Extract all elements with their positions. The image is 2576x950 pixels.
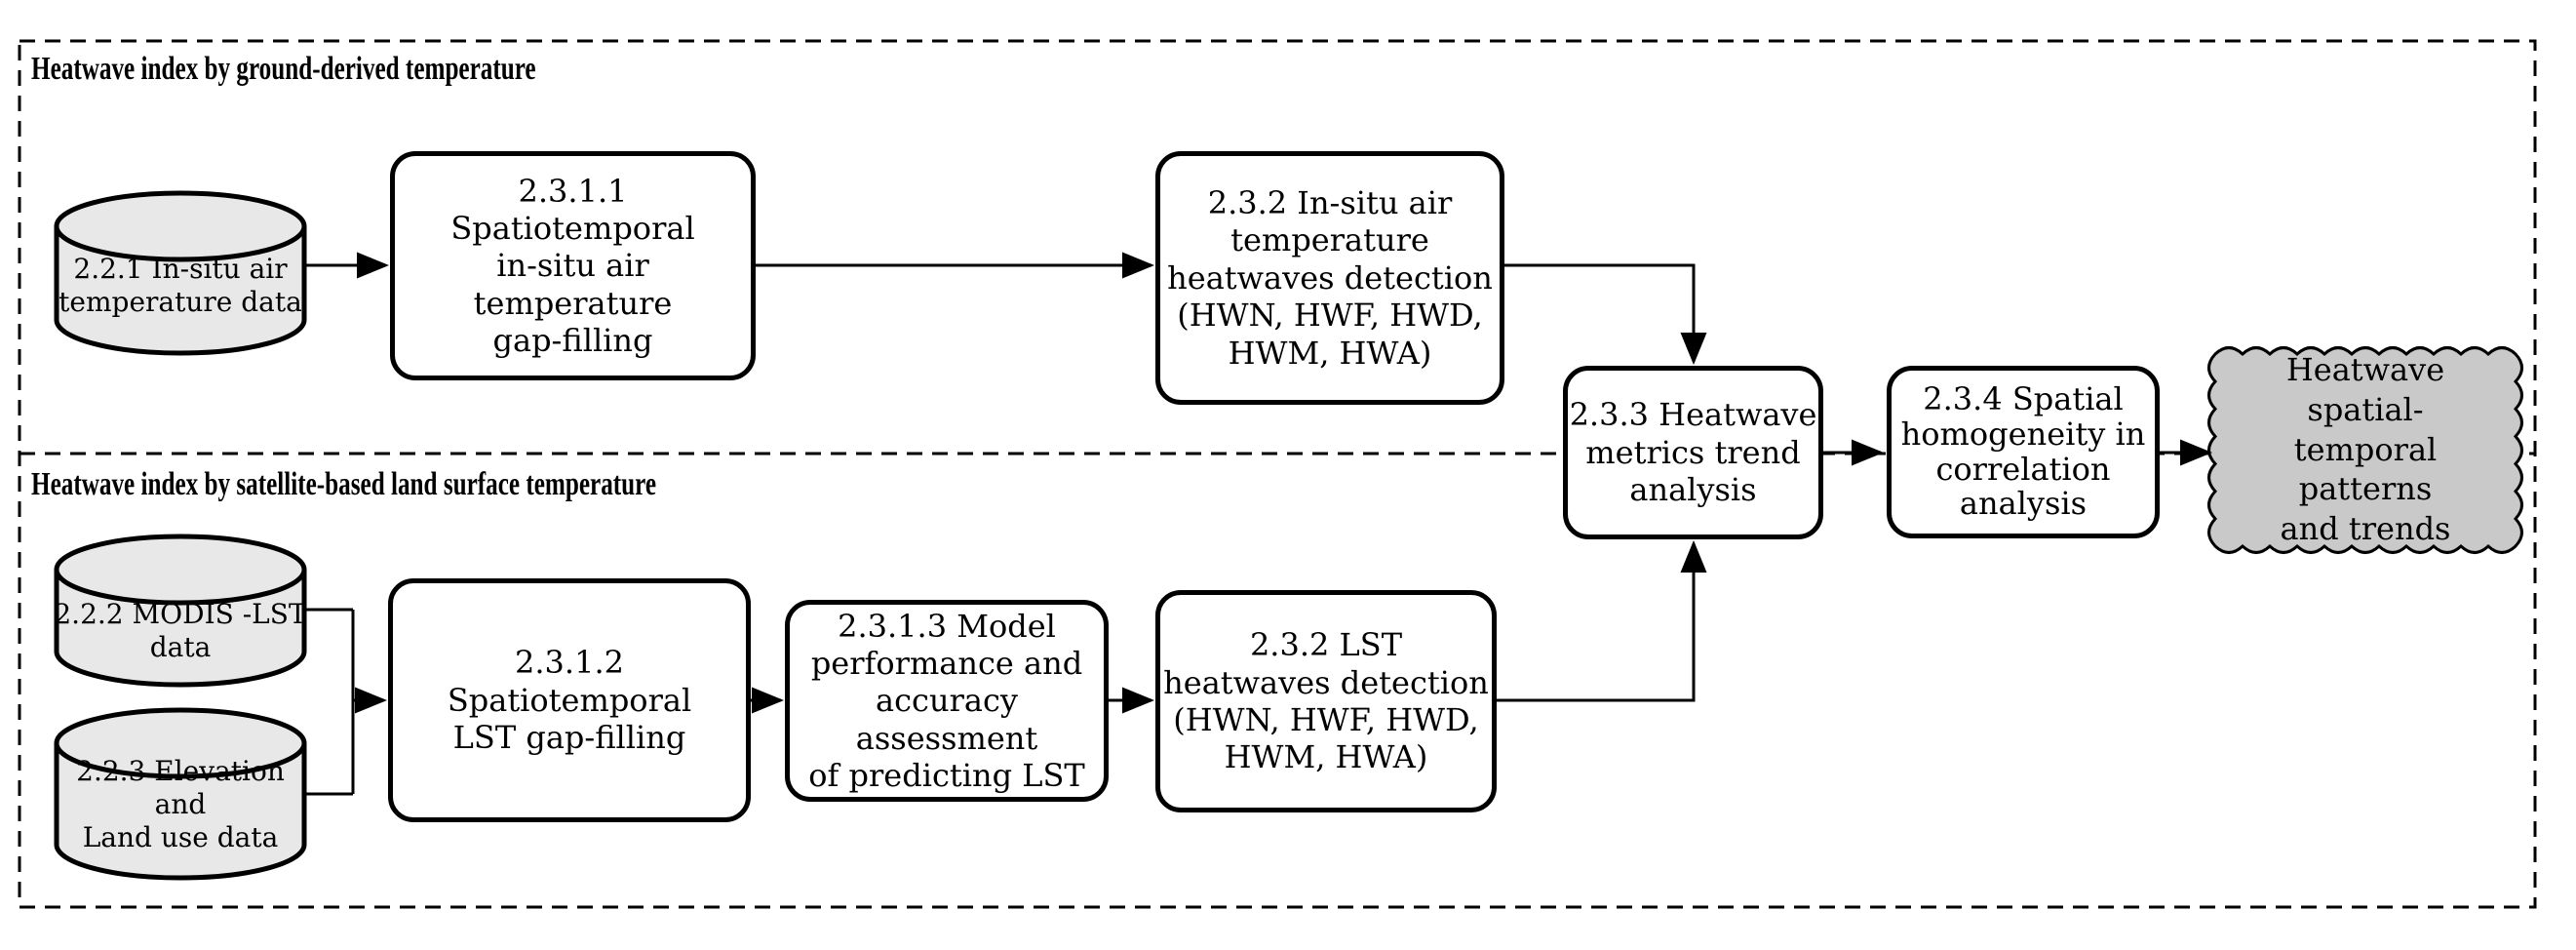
- process-model-assessment-label: 2.3.1.3 Model performance and accuracy a…: [808, 607, 1085, 795]
- section-title-satellite: Heatwave index by satellite-based land s…: [31, 466, 657, 502]
- process-lst-gap-filling-label: 2.3.1.2 Spatiotemporal LST gap-filling: [447, 644, 692, 757]
- datastore-modis-lst-text: 2.2.2 MODIS -LST data: [54, 597, 307, 663]
- datastore-insitu-air-label: 2.2.1 In-situ air temperature data: [47, 252, 314, 320]
- process-homogeneity-analysis: 2.3.4 Spatial homogeneity in correlation…: [1887, 366, 2160, 538]
- datastore-insitu-air-cylinder: [54, 190, 307, 356]
- process-insitu-gap-filling-label: 2.3.1.1 Spatiotemporal in-situ air tempe…: [450, 172, 695, 360]
- output-patterns-trends-label: Heatwave spatial- temporal patterns and …: [2225, 351, 2506, 548]
- datastore-elevation-landuse-cylinder: [54, 707, 307, 881]
- connector-datastores-merge: [304, 608, 387, 796]
- process-homogeneity-analysis-label: 2.3.4 Spatial homogeneity in correlation…: [1900, 379, 2146, 523]
- section-title-ground: Heatwave index by ground-derived tempera…: [31, 51, 536, 87]
- cylinder-top-rim: [54, 190, 307, 262]
- process-model-assessment: 2.3.1.3 Model performance and accuracy a…: [785, 600, 1109, 802]
- output-scalloped-box: [2207, 346, 2523, 554]
- process-lst-gap-filling: 2.3.1.2 Spatiotemporal LST gap-filling: [388, 578, 751, 822]
- datastore-insitu-air-text: 2.2.1 In-situ air temperature data: [59, 252, 302, 318]
- datastore-modis-lst-label: 2.2.2 MODIS -LST data: [47, 597, 314, 665]
- cylinder-top-rim: [54, 707, 307, 779]
- datastore-elevation-landuse-label: 2.2.3 Elevation and Land use data: [47, 755, 314, 853]
- output-patterns-trends-text: Heatwave spatial- temporal patterns and …: [2280, 350, 2451, 548]
- process-lst-heatwave-detection-label: 2.3.2 LST heatwaves detection (HWN, HWF,…: [1163, 626, 1489, 776]
- arrow-lst-detection-to-trend: [1497, 540, 1707, 702]
- process-insitu-heatwave-detection: 2.3.2 In-situ air temperature heatwaves …: [1155, 151, 1504, 405]
- process-trend-analysis-label: 2.3.3 Heatwave metrics trend analysis: [1569, 396, 1817, 509]
- process-insitu-gap-filling: 2.3.1.1 Spatiotemporal in-situ air tempe…: [390, 151, 756, 380]
- process-trend-analysis: 2.3.3 Heatwave metrics trend analysis: [1563, 366, 1823, 539]
- cylinder-body: [54, 223, 307, 356]
- datastore-elevation-landuse-text: 2.2.3 Elevation and Land use data: [76, 754, 285, 854]
- arrow-insitu-detection-to-trend: [1504, 263, 1707, 365]
- cylinder-body: [54, 740, 307, 881]
- cylinder-top-rim: [54, 534, 307, 606]
- datastore-modis-lst-cylinder: [54, 534, 307, 688]
- process-lst-heatwave-detection: 2.3.2 LST heatwaves detection (HWN, HWF,…: [1155, 590, 1497, 812]
- outer-dashed-border: [18, 39, 2537, 909]
- process-insitu-heatwave-detection-label: 2.3.2 In-situ air temperature heatwaves …: [1167, 184, 1493, 372]
